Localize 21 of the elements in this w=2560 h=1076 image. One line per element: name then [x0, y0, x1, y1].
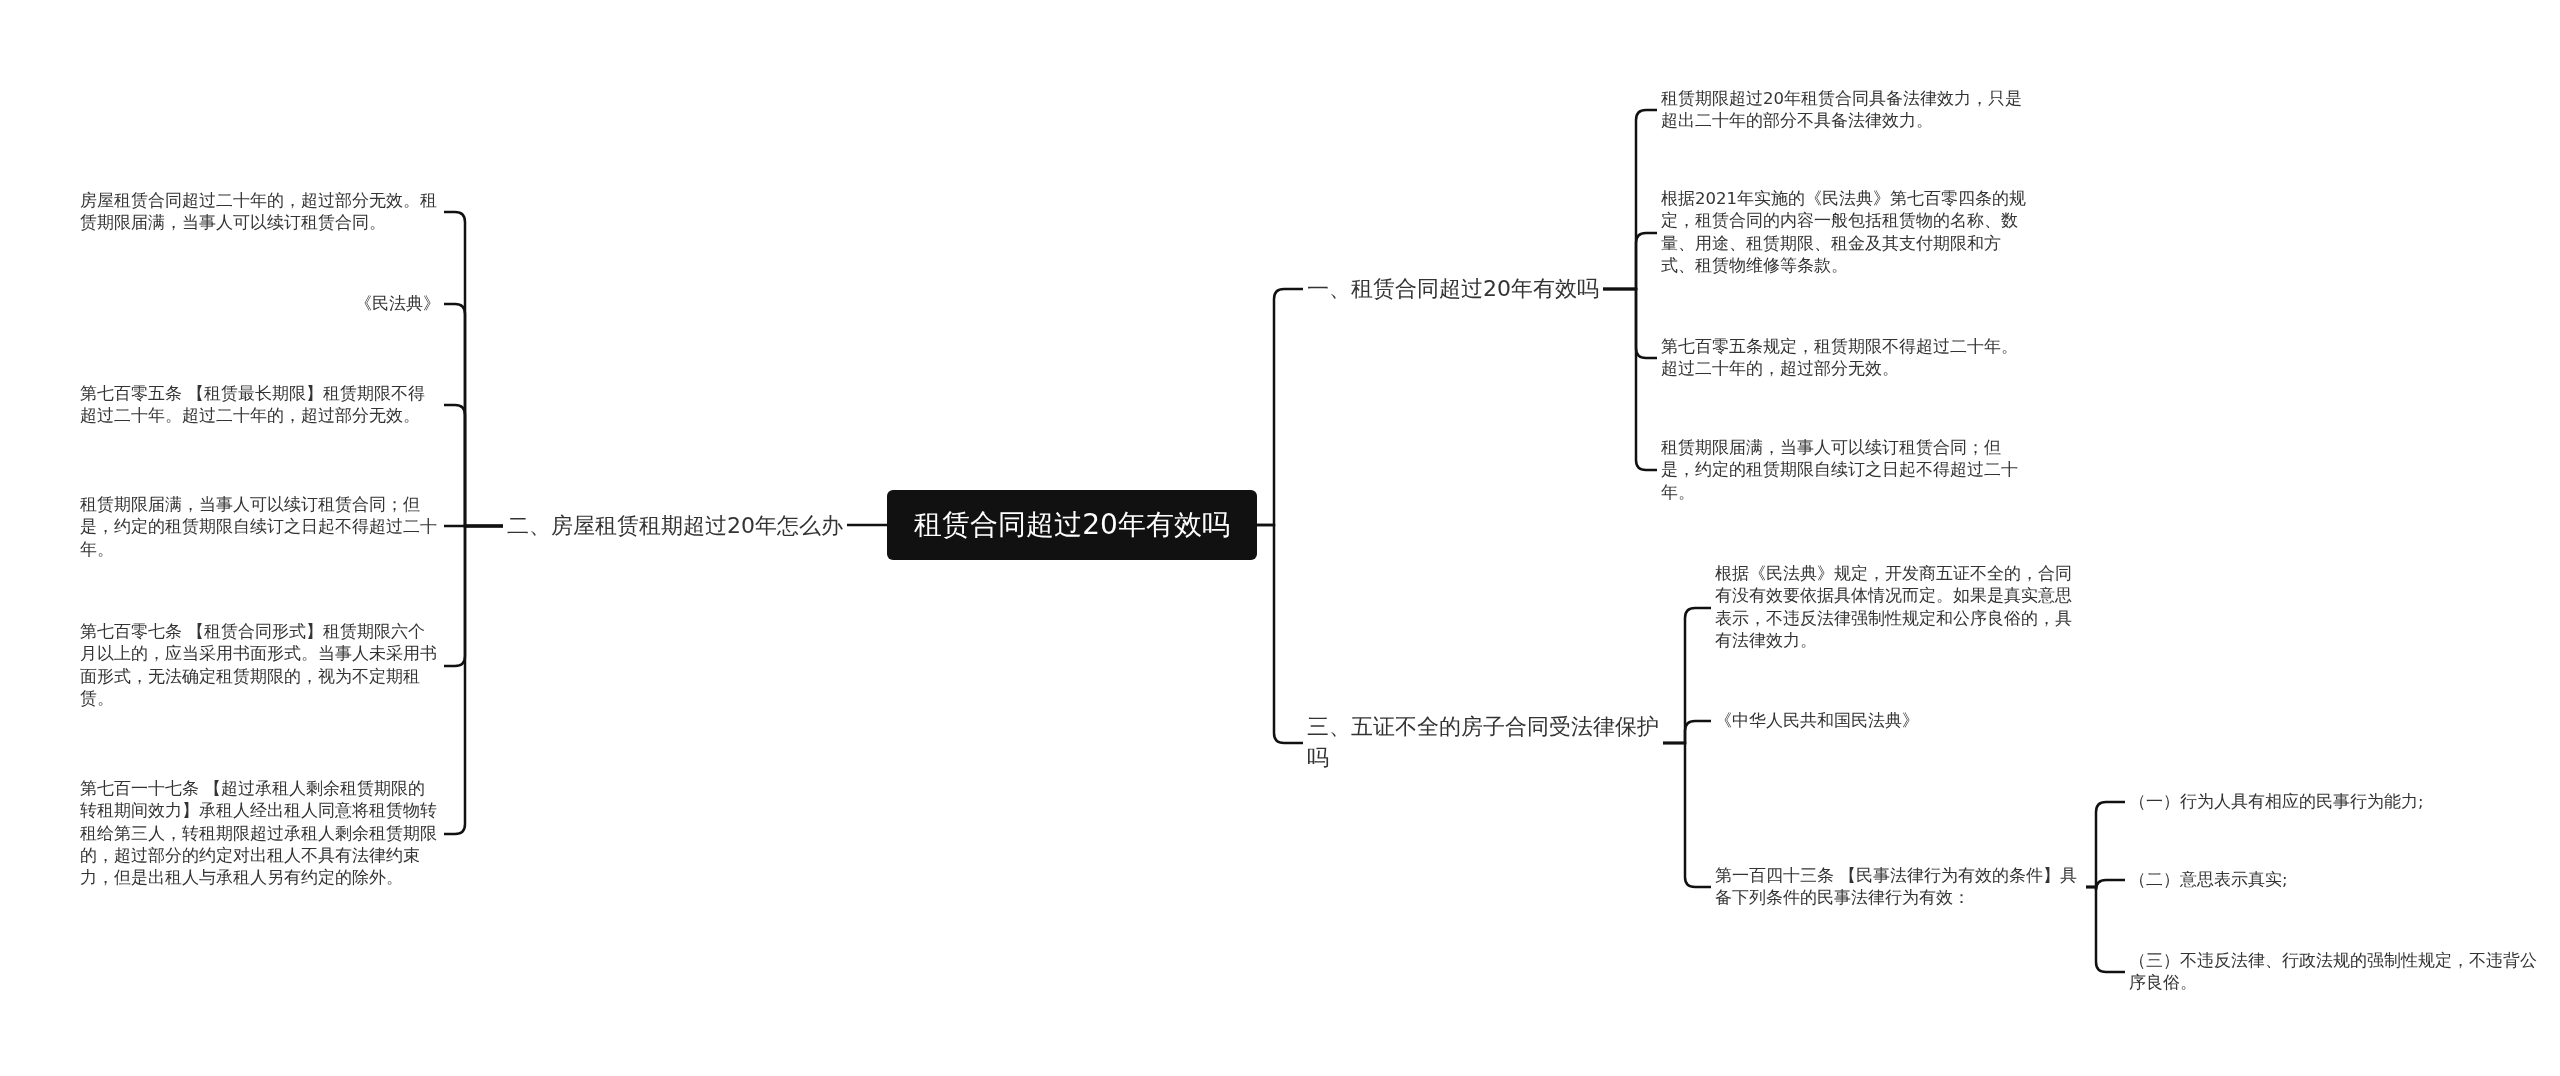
leaf-topic: 第一百四十三条 【民事法律行为有效的条件】具备下列条件的民事法律行为有效： — [1711, 862, 2086, 912]
leaf-topic: 根据2021年实施的《民法典》第七百零四条的规定，租赁合同的内容一般包括租赁物的名称、数量、用途、租赁期限、租金及其支付期限和方式、租赁物维修等条款。 — [1657, 186, 2035, 280]
leaf-topic: 《民法典》 — [351, 290, 444, 318]
leaf-topic: （一）行为人具有相应的民事行为能力; — [2125, 788, 2428, 816]
leaf-topic: 根据《民法典》规定，开发商五证不全的，合同有没有效要依据具体情况而定。如果是真实意思表示，不违反法律强制性规定和公序良俗的，具有法律效力。 — [1711, 561, 2086, 655]
leaf-topic: 第七百零五条规定，租赁期限不得超过二十年。超过二十年的，超过部分无效。 — [1657, 333, 2035, 383]
leaf-topic: 租赁期限超过20年租赁合同具备法律效力，只是超出二十年的部分不具备法律效力。 — [1657, 85, 2035, 135]
leaf-topic: 第七百一十七条 【超过承租人剩余租赁期限的转租期间效力】承租人经出租人同意将租赁物转租给第三人，转租期限超过承租人剩余租赁期限的，超过部分的约定对出租人不具有法律约束力，但是出租人与承租人另有约定的除外。 — [76, 776, 444, 892]
leaf-topic: （二）意思表示真实; — [2125, 866, 2292, 894]
leaf-topic: （三）不违反法律、行政法规的强制性规定，不违背公序良俗。 — [2125, 947, 2545, 997]
leaf-topic: 第七百零七条 【租赁合同形式】租赁期限六个月以上的，应当采用书面形式。当事人未采用书面形式，无法确定租赁期限的，视为不定期租赁。 — [76, 619, 444, 713]
leaf-topic: 《中华人民共和国民法典》 — [1711, 707, 1923, 735]
branch-topic: 一、租赁合同超过20年有效吗 — [1303, 271, 1603, 307]
branch-topic: 二、房屋租赁租期超过20年怎么办 — [503, 508, 847, 544]
leaf-topic: 租赁期限届满，当事人可以续订租赁合同；但是，约定的租赁期限自续订之日起不得超过二十年。 — [1657, 434, 2035, 506]
leaf-topic: 租赁期限届满，当事人可以续订租赁合同；但是，约定的租赁期限自续订之日起不得超过二十年。 — [76, 491, 444, 563]
central-topic: 租赁合同超过20年有效吗 — [887, 490, 1257, 560]
leaf-topic: 第七百零五条 【租赁最长期限】租赁期限不得超过二十年。超过二十年的，超过部分无效。 — [76, 380, 444, 430]
leaf-topic: 房屋租赁合同超过二十年的，超过部分无效。租赁期限届满，当事人可以续订租赁合同。 — [76, 187, 444, 237]
connector-line — [847, 523, 887, 527]
branch-topic: 三、五证不全的房子合同受法律保护吗 — [1303, 710, 1663, 776]
